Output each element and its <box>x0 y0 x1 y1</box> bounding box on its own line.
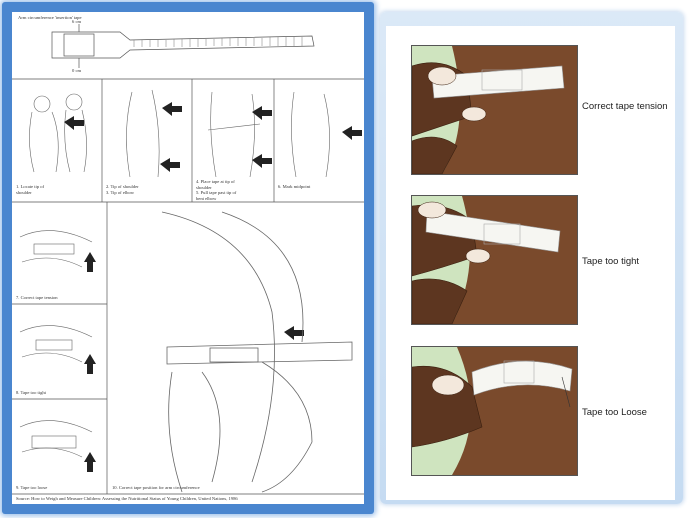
caption-correct-tape-tension: Correct tape tension <box>582 101 668 112</box>
source-note: Source: How to Weigh and Measure Childre… <box>16 496 238 502</box>
caption-tape-position: 10. Correct tape position for arm circum… <box>112 485 200 491</box>
arm-illustration <box>412 46 577 174</box>
panel-tape-too-loose <box>411 346 578 476</box>
arm-illustration <box>412 196 577 324</box>
left-instruction-sheet: Arm circumference 'insertion' tape 6 cm … <box>12 12 364 504</box>
right-illustration-sheet: Correct tape tension Tape too tight Tape… <box>386 26 675 500</box>
caption-shoulder-elbow: 2. Tip of shoulder 3. Tip of elbow <box>106 184 139 195</box>
caption-place-tape: 4. Place tape at tip of shoulder 5. Pull… <box>196 179 236 201</box>
left-instruction-frame: Arm circumference 'insertion' tape 6 cm … <box>2 2 374 514</box>
caption-tape-too-loose: Tape too Loose <box>582 407 647 418</box>
caption-correct-tension-left: 7. Correct tape tension <box>16 295 58 301</box>
panel-tape-too-tight <box>411 195 578 325</box>
strip-mark-top: 6 cm <box>72 19 81 25</box>
caption-mark-midpoint: 6. Mark midpoint <box>278 184 310 190</box>
arm-illustration <box>412 347 577 475</box>
caption-tape-too-tight: Tape too tight <box>582 256 639 267</box>
caption-too-tight-left: 8. Tape too tight <box>16 390 46 396</box>
caption-too-loose-left: 9. Tape too loose <box>16 485 47 491</box>
caption-locate-shoulder: 1. Locate tip of shoulder <box>16 184 44 195</box>
panel-correct-tension <box>411 45 578 175</box>
right-illustration-frame: Correct tape tension Tape too tight Tape… <box>380 12 683 504</box>
strip-mark-bottom: 0 cm <box>72 68 81 74</box>
left-line-drawing <box>12 12 364 504</box>
